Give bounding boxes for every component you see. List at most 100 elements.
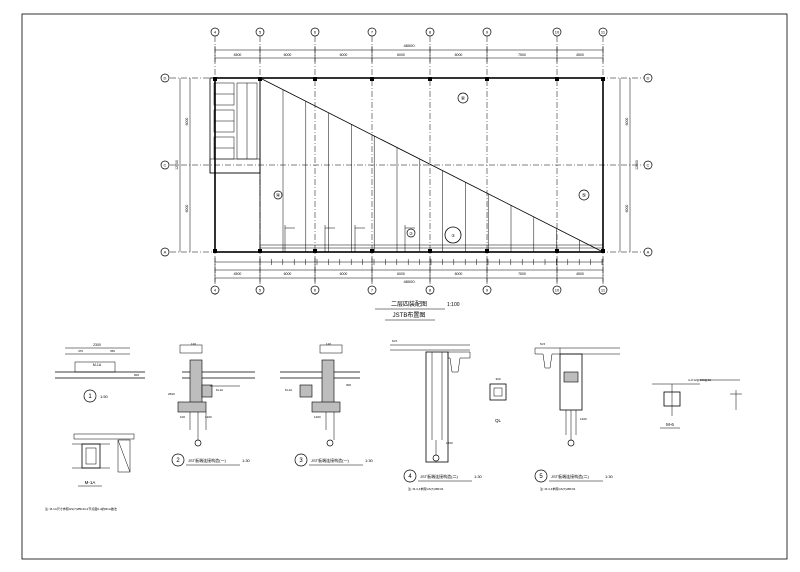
detail4-number: 4: [408, 474, 412, 480]
column-top: [555, 77, 559, 81]
detail2-dim-c: 1200: [205, 415, 212, 419]
grid-label-right: C: [647, 163, 650, 168]
callout-d: ②: [409, 231, 413, 236]
grid-label-bottom: 9: [486, 288, 489, 293]
grid-label-top: 8: [429, 30, 432, 35]
detail3-scale: 1:30: [365, 458, 374, 463]
diagonal-boundary: [259, 77, 604, 253]
grid-label-right: D: [647, 76, 650, 81]
dim-left: 6000: [185, 118, 189, 126]
grid-bubble-bottom: [367, 285, 377, 295]
dim-left-total: 12000: [175, 160, 179, 170]
dim-right-total: 12000: [635, 160, 639, 170]
dim-top: 6000: [455, 53, 463, 57]
grid-bubble-top: [367, 27, 377, 37]
grid-label-bottom: 4: [214, 288, 217, 293]
detail3-title: JST板端连接构造(一): [311, 457, 349, 463]
detail4-title: JST板端连接构造(二): [420, 473, 458, 479]
callout-b: ④: [276, 193, 281, 199]
grid-label-top: 10: [555, 30, 560, 35]
detail2-label: M-1A: [216, 388, 223, 392]
grid-bubble-top: [552, 27, 562, 37]
plan-callouts: ⑥ ④ ⑤ ② ③: [273, 92, 590, 244]
dim-top: 4500: [234, 53, 242, 57]
detail2-title: JST板端连接构造(一): [188, 457, 226, 463]
detail2-dim-a: 120: [191, 342, 196, 346]
column-top: [313, 77, 317, 81]
grid-label-top: 6: [314, 30, 317, 35]
detail5-scale: 1:30: [605, 474, 614, 479]
detail-m6: 4-∅12@200@10 M-6: [652, 378, 742, 429]
grid-label-bottom: 6: [314, 288, 317, 293]
grid-bubble-top: [482, 27, 492, 37]
detail3-bubble: [294, 453, 308, 467]
detail4-bubble: [403, 469, 417, 483]
m6-label: M-6: [666, 422, 674, 427]
dim-bottom: 6000: [340, 272, 348, 276]
detail2-dim-d: 2600: [168, 392, 175, 396]
column-top: [370, 77, 374, 81]
dim-bottom: 7500: [518, 272, 526, 276]
detail1-dim-b: 350: [110, 349, 115, 353]
detail1-number: 1: [88, 394, 92, 400]
detail2-scale: 1:30: [242, 458, 251, 463]
column-bottom: [313, 249, 317, 253]
grid-label-right: A: [647, 250, 650, 255]
callout-e: ③: [451, 233, 455, 238]
detail-2: 120 M-1A 100 1200 2600 2 JST板端连接构造(一) 1:…: [168, 342, 255, 467]
column-top: [601, 77, 605, 81]
column-bottom: [601, 249, 605, 253]
detail1-dim-a: 470: [78, 349, 83, 353]
grid-bubble-top: [425, 27, 435, 37]
grid-bubble-top: [210, 27, 220, 37]
ql-label: QL: [495, 418, 502, 423]
grid-label-top: 7: [371, 30, 374, 35]
dim-right: 6000: [625, 205, 629, 213]
detail5-note: 注: M-3,4参照GS(7)2BF43: [540, 486, 576, 491]
dim-bottom: 4500: [576, 272, 584, 276]
grid-bubble-left: [160, 160, 170, 170]
column-bottom: [555, 249, 559, 253]
plan-title: 二层四装配图: [391, 300, 427, 308]
callout-a: ⑥: [461, 96, 466, 102]
detail2-number: 2: [176, 458, 180, 464]
dim-top: 4500: [576, 53, 584, 57]
grid-label-left: D: [164, 76, 167, 81]
column-bottom: [485, 249, 489, 253]
grid-bubble-top: [255, 27, 265, 37]
grid-bubble-bottom: [210, 285, 220, 295]
detail3-label: M-1A: [285, 388, 292, 392]
grid-bubble-right: [643, 73, 653, 83]
dim-bottom: 6000: [397, 272, 405, 276]
detail5-number: 5: [539, 474, 543, 480]
grid-bubble-top: [598, 27, 608, 37]
column-top: [428, 77, 432, 81]
detail3-dim-a: 120: [326, 342, 331, 346]
plan-scale: 1:100: [447, 302, 460, 308]
grid-label-bottom: 11: [601, 288, 606, 293]
detail3-number: 3: [299, 458, 303, 464]
detail3-dim-b: 1200: [314, 415, 321, 419]
grid-bubble-right: [643, 247, 653, 257]
detail2-dim-b: 100: [180, 415, 185, 419]
detail5-dim-b: 1200: [580, 417, 587, 421]
column-bottom: [370, 249, 374, 253]
column-bottom: [258, 249, 262, 253]
vertical-gridlines: [214, 36, 604, 296]
detail-4: M-5 300 QL 1200 4 JST板端连接构造(二) 1:30 注: M…: [390, 339, 507, 491]
stair-core: [209, 77, 261, 174]
detail1-label: M-1A: [93, 363, 102, 367]
dim-top: 6000: [397, 53, 405, 57]
dim-bottom: 4500: [234, 272, 242, 276]
dim-right: 6000: [625, 118, 629, 126]
column-bottom: [213, 249, 217, 253]
detail5-bubble: [534, 469, 548, 483]
detail3-dim-c: 300: [346, 383, 351, 387]
grid-label-top: 4: [214, 30, 217, 35]
grid-label-left: A: [164, 250, 167, 255]
